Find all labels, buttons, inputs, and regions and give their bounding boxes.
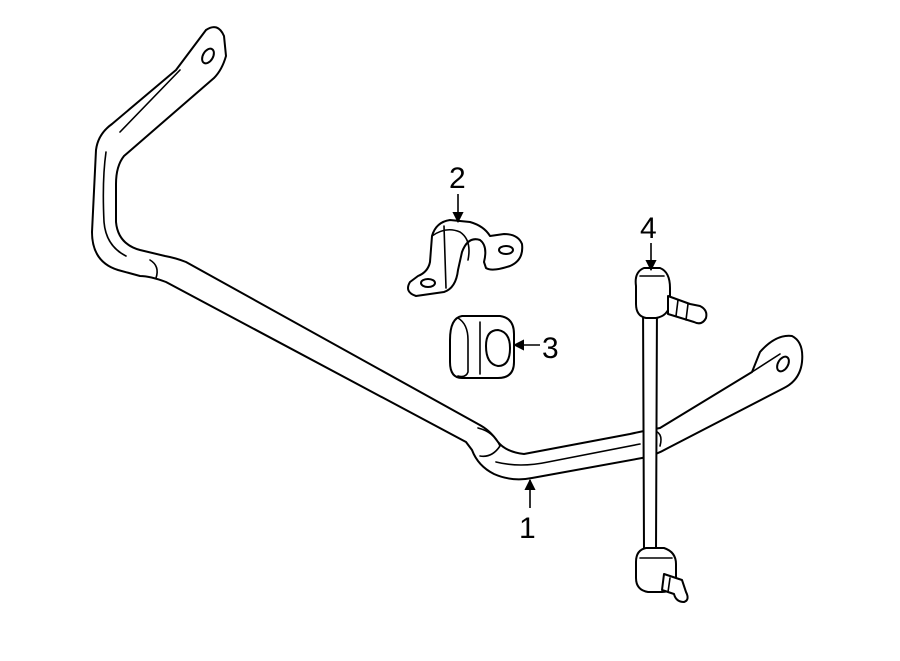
callout-4: 4 bbox=[640, 212, 657, 245]
callout-2: 2 bbox=[449, 162, 466, 195]
stabilizer-link bbox=[634, 267, 708, 603]
stabilizer-bar bbox=[91, 26, 804, 481]
bushing bbox=[449, 315, 515, 379]
callout-1: 1 bbox=[519, 512, 536, 545]
callout-3: 3 bbox=[542, 332, 559, 365]
bushing-bracket bbox=[407, 219, 524, 297]
